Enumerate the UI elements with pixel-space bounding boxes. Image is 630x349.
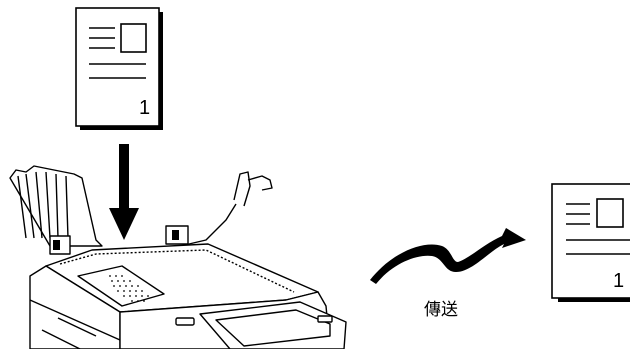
transmission-arrow-icon xyxy=(370,228,526,284)
original-page-number: 1 xyxy=(139,97,150,119)
transmission-caption: 傳送 xyxy=(424,300,458,320)
document-on-glass-dots xyxy=(109,275,149,302)
printer-illustration xyxy=(9,165,347,349)
received-document: 1 xyxy=(551,183,630,302)
received-page-number: 1 xyxy=(613,270,624,292)
down-arrow-icon xyxy=(109,144,139,240)
original-document: 1 xyxy=(75,7,163,130)
